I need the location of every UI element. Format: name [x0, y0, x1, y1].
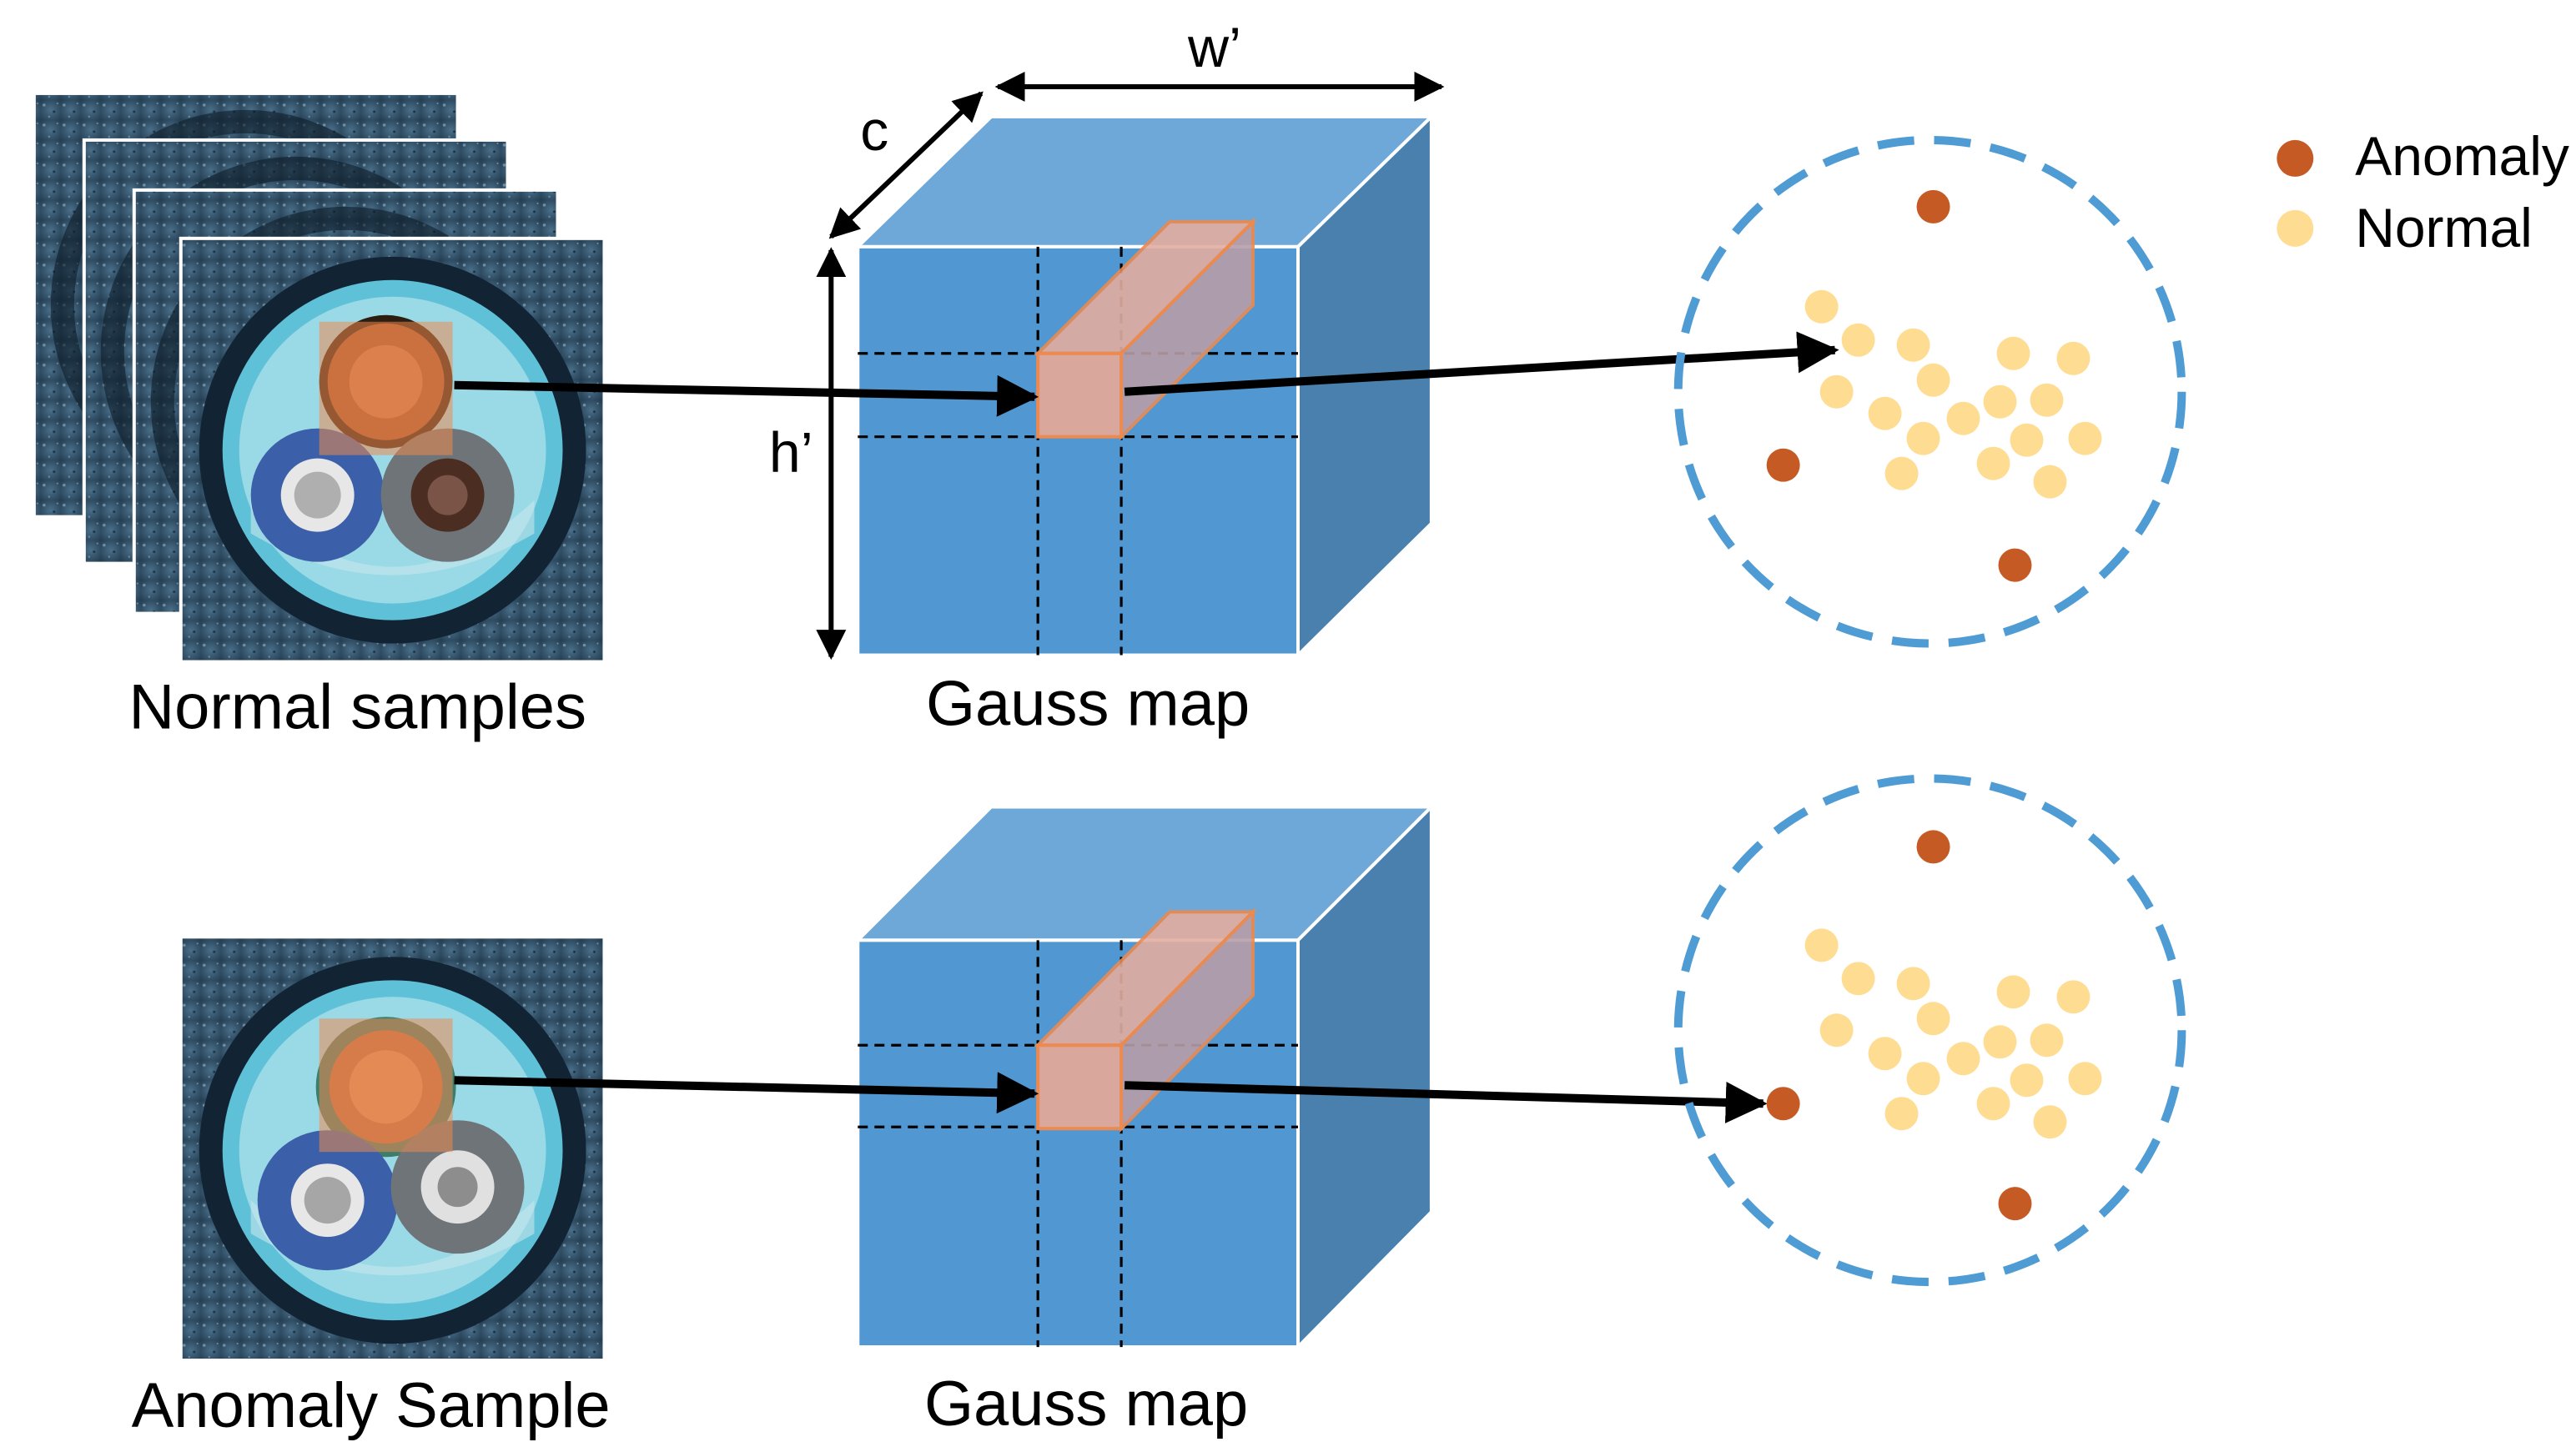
anomaly-sample-label: Anomaly Sample: [132, 1370, 611, 1441]
normal-boundary-top: [1673, 135, 2186, 648]
normal-sample-patch: [319, 321, 453, 455]
sample-to-gauss-arrow-bottom: [454, 1072, 1039, 1114]
sample-to-gauss-arrow-top: [454, 374, 1039, 417]
dimension-w-label: w’: [1187, 16, 1241, 79]
normal-samples-label: Normal samples: [128, 671, 586, 742]
gauss-map-cube-top: [853, 113, 1436, 660]
gauss-map-cube-bottom: [853, 802, 1436, 1351]
distribution-top: [1673, 135, 2186, 648]
anomaly-sample-patch: [319, 1018, 453, 1153]
anomaly-points-bottom: [1766, 830, 2032, 1221]
gauss-to-distribution-arrow-bottom: [1124, 1081, 1768, 1123]
legend: Anomaly Normal: [2277, 125, 2569, 259]
anomaly-points-top: [1766, 189, 2032, 582]
anomaly-sample: [179, 935, 606, 1363]
legend-normal-marker: [2277, 209, 2314, 247]
normal-sample-stack: [32, 91, 606, 664]
legend-anomaly-marker: [2277, 139, 2314, 177]
dimension-h-label: h’: [769, 421, 813, 485]
legend-normal-label: Normal: [2355, 197, 2533, 259]
gauss-map-top-label: Gauss map: [926, 668, 1250, 739]
gauss-to-distribution-arrow-top: [1124, 331, 1839, 396]
dimension-c-label: c: [860, 99, 888, 163]
normal-points-bottom: [1804, 928, 2102, 1139]
distribution-bottom: [1673, 774, 2186, 1287]
normal-boundary-bottom: [1673, 774, 2186, 1287]
legend-anomaly-label: Anomaly: [2355, 125, 2569, 187]
normal-sample-front: [179, 236, 606, 664]
gauss-map-patch-top: [1034, 218, 1257, 441]
gauss-map-patch-bottom: [1034, 907, 1257, 1133]
normal-points-top: [1804, 289, 2102, 499]
dimension-c-arrow: [828, 91, 984, 239]
gauss-map-bottom-label: Gauss map: [924, 1369, 1248, 1439]
